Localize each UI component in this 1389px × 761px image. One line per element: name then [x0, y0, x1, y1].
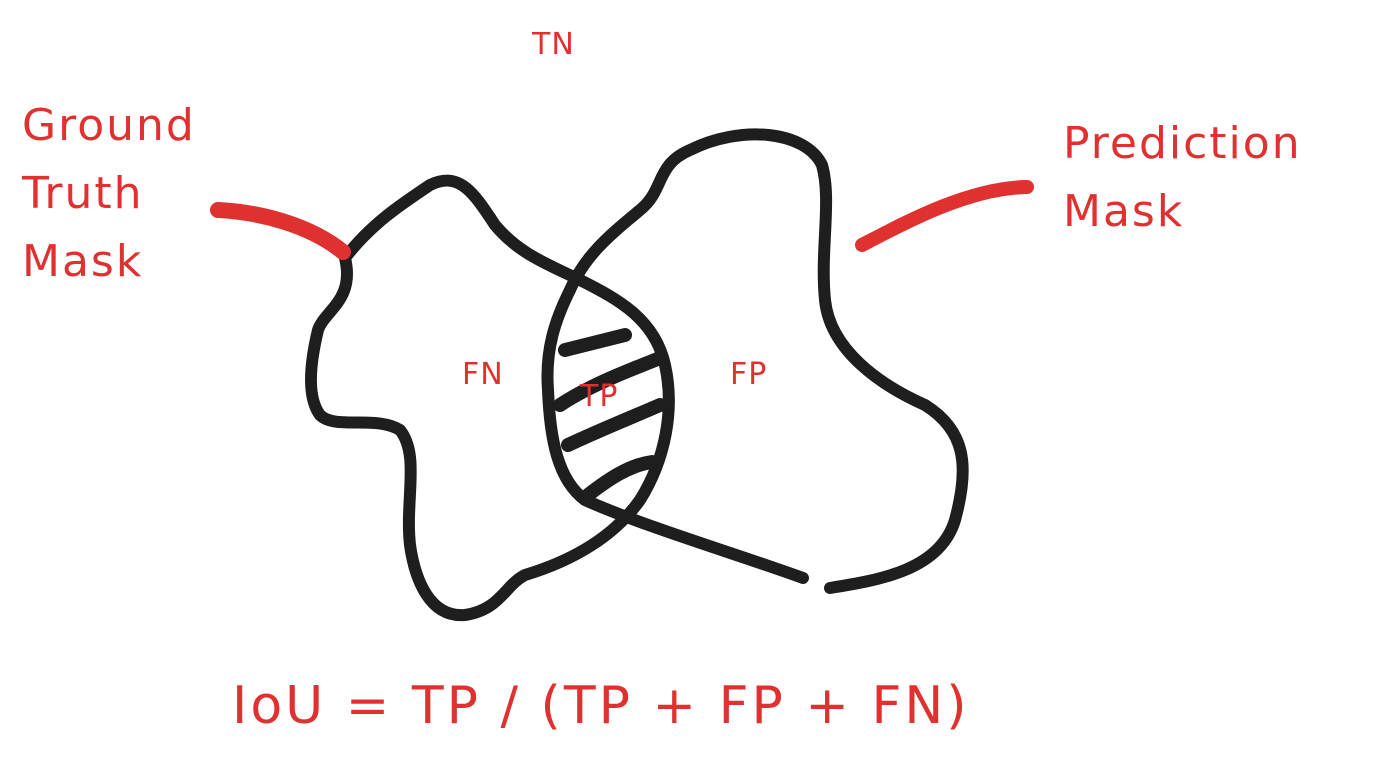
ground-truth-pointer [210, 202, 351, 260]
tp-hatch-4 [581, 455, 659, 502]
prediction-pointer [855, 180, 1034, 252]
ground-truth-line-3: Mask [22, 236, 144, 287]
ground-truth-label: Ground Truth Mask [22, 92, 196, 296]
prediction-line-1: Prediction [1063, 118, 1302, 169]
fp-label: FP [730, 357, 768, 392]
prediction-mask-shape [541, 128, 969, 594]
prediction-label: Prediction Mask [1063, 110, 1302, 246]
ground-truth-line-1: Ground [22, 100, 196, 151]
tp-hatch-3 [561, 398, 667, 452]
tp-label: TP [580, 379, 619, 414]
tp-hatch-1 [558, 328, 632, 357]
fn-label: FN [462, 357, 504, 392]
tp-hatch-2 [553, 351, 667, 412]
tn-label: TN [532, 27, 575, 62]
prediction-line-2: Mask [1063, 186, 1185, 237]
iou-formula: IoU = TP / (TP + FP + FN) [232, 676, 970, 736]
ground-truth-line-2: Truth [22, 168, 144, 219]
ground-truth-mask-shape [305, 174, 675, 622]
